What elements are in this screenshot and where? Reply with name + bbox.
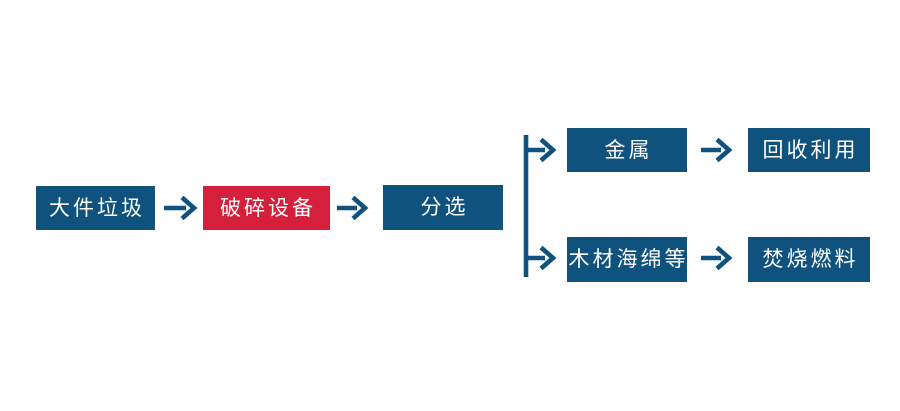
- node-label: 大件垃圾: [49, 195, 145, 220]
- node-bulky-waste: 大件垃圾: [36, 186, 155, 230]
- branch-arrow-right-icon: [526, 245, 557, 271]
- arrow-right-icon: [701, 137, 733, 163]
- node-label: 木材海绵等: [568, 247, 689, 271]
- arrow-right-icon: [164, 195, 198, 221]
- node-label: 回收利用: [762, 137, 859, 162]
- node-metal: 金属: [567, 128, 687, 172]
- node-label: 分选: [420, 195, 469, 219]
- node-sorting: 分选: [383, 185, 503, 230]
- node-incineration-fuel: 焚烧燃料: [748, 237, 870, 282]
- node-label: 破碎设备: [220, 195, 316, 220]
- node-label: 焚烧燃料: [762, 247, 859, 271]
- node-recycling: 回收利用: [748, 128, 870, 172]
- arrow-right-icon: [701, 245, 733, 271]
- node-wood-sponge: 木材海绵等: [567, 237, 687, 282]
- node-crushing-equipment: 破碎设备: [203, 186, 330, 230]
- branch-arrow-right-icon: [526, 137, 557, 163]
- node-label: 金属: [604, 137, 653, 162]
- arrow-right-icon: [337, 195, 369, 221]
